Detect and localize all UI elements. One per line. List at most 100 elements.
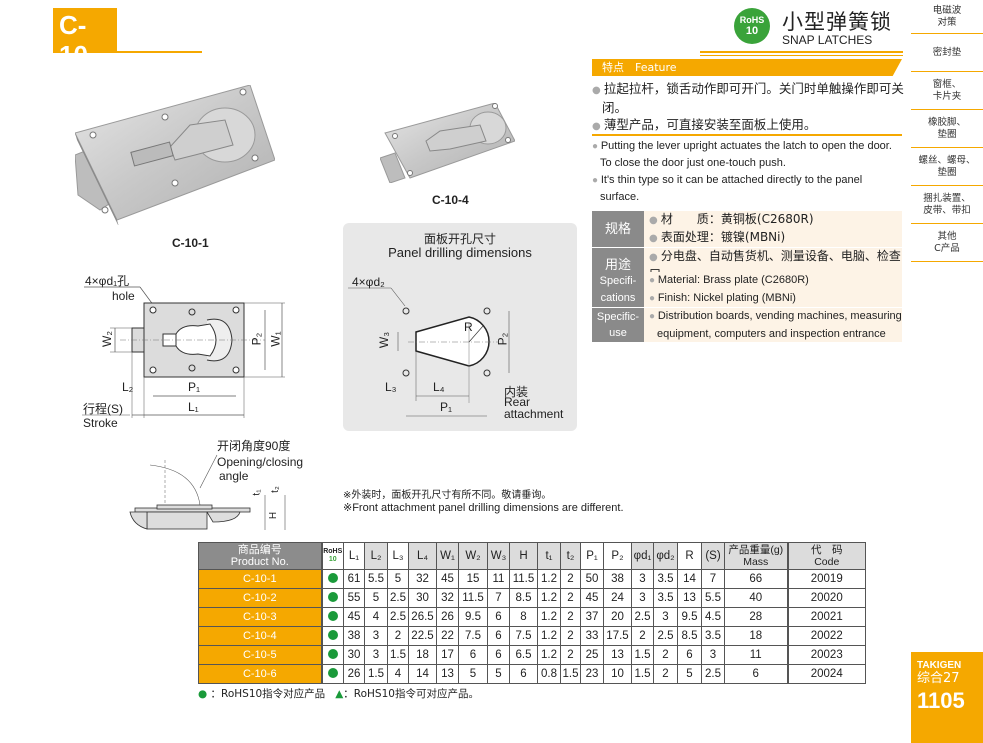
sidebar-item-screws[interactable]: 螺丝、螺母、 垫圈 [911,148,983,186]
drill-dim-p1: P₁ [440,400,453,414]
cell-code: 20023 [786,645,866,665]
drill-dim-w3: W₃ [377,331,392,349]
cell-value: 3 [364,645,388,665]
feature-heading: 特点 Feature [592,59,902,76]
header-col: φd₁ [631,542,654,570]
hole-label-cn: 4×φd₁孔 [85,274,130,288]
feature-item: ● Putting the lever upright actuates the… [592,140,892,169]
sidebar-item-other[interactable]: 其他 C产品 [911,224,983,262]
cell-value: 20 [603,607,632,627]
sidebar-item-rubber-feet[interactable]: 橡胶脚、 垫圈 [911,110,983,148]
cell-value: 15 [458,569,488,589]
cell-value: 3 [701,645,725,665]
cell-product-no: C-10-5 [198,645,323,665]
cell-value: 2.5 [387,588,409,608]
rohs-compliant-icon [327,610,338,621]
cell-value: 11 [487,569,510,589]
cell-value: 6 [487,607,510,627]
sidebar-item-label: 其他 C产品 [934,230,960,254]
cell-value: 50 [580,569,604,589]
cell-value: 24 [603,588,632,608]
drill-dim-l3: L₃ [385,380,397,394]
cell-rohs [321,588,344,608]
cell-value: 5 [364,588,388,608]
cell-value: 4 [364,607,388,627]
cell-product-no: C-10-3 [198,607,323,627]
cell-value: 5 [458,664,488,684]
cell-value: 7.5 [509,626,538,646]
cell-value: 2.5 [387,607,409,627]
angle-label-en-1: Opening/closing [217,455,304,469]
cell-value: 2.5 [701,664,725,684]
cell-value: 17.5 [603,626,632,646]
cell-value: 6 [458,645,488,665]
cell-value: 38 [343,626,365,646]
cell-value: 4.5 [701,607,725,627]
cell-value: 22.5 [408,626,437,646]
use-label-en: Specific-use [592,307,644,343]
angle-label-en-2: angle [219,469,249,483]
header-divider [117,51,202,53]
cell-value: 33 [580,626,604,646]
cell-value: 61 [343,569,365,589]
sidebar-item-emi[interactable]: 电磁波 对策 [911,0,983,34]
title-underline [700,51,903,53]
cell-value: 45 [580,588,604,608]
cell-value: 2 [653,645,678,665]
dim-l2: L₂ [122,380,134,394]
sidebar-item-label: 捆扎装置、 皮带、带扣 [923,192,971,216]
cell-value: 7.5 [458,626,488,646]
dim-p2: P₂ [249,332,264,346]
sidebar-item-straps[interactable]: 捆扎装置、 皮带、带扣 [911,186,983,224]
stroke-label-en: Stroke [83,416,118,430]
cell-rohs [321,645,344,665]
cell-value: 4 [387,664,409,684]
cell-mass: 40 [724,588,788,608]
spec-label-en-2: cations [592,289,644,308]
cell-value: 1.5 [364,664,388,684]
header-col: W₂ [458,542,488,570]
cell-value: 1.5 [560,664,581,684]
spec-finish-en: ● Finish: Nickel plating (MBNi) [644,289,902,308]
cell-value: 7 [487,588,510,608]
cell-rohs [321,664,344,684]
sidebar-item-label: 电磁波 对策 [932,4,962,28]
cell-value: 37 [580,607,604,627]
sidebar-item-label: 窗框、 卡片夹 [932,78,962,102]
drilling-title-cn: 面板开孔尺寸 [423,232,496,246]
cell-value: 2 [560,626,581,646]
page-title-cn: 小型弹簧锁 [782,10,892,34]
cell-value: 2 [653,664,678,684]
series-code-badge: C-10 黄铜制 [53,8,117,80]
dim-p1: P₁ [188,380,201,394]
cell-rohs [321,569,344,589]
cell-value: 2 [560,607,581,627]
feature-list-en: ● Putting the lever upright actuates the… [592,138,904,206]
sidebar-item-window-frame[interactable]: 窗框、 卡片夹 [911,72,983,110]
cell-value: 45 [343,607,365,627]
cell-value: 1.2 [537,645,561,665]
cell-value: 5 [677,664,702,684]
cell-value: 2 [560,645,581,665]
rohs-logo-number: 10 [745,25,759,37]
spec-table-en: Specifi- ● Material: Brass plate (C2680R… [592,272,902,343]
header-col: L₃ [387,542,409,570]
rohs-compliant-icon [327,648,338,659]
cell-value: 32 [436,588,459,608]
cell-value: 26 [343,664,365,684]
cell-value: 14 [677,569,702,589]
rohs-compliant-icon [327,572,338,583]
spec-finish: ● 表面处理：镀镍(MBNi) [644,229,902,248]
attach-label-cn: 内装 [504,385,529,399]
angle-label-cn: 开闭角度90度 [217,439,291,453]
header-col: L₁ [343,542,365,570]
cell-value: 2 [560,569,581,589]
sidebar-item-gasket[interactable]: 密封垫 [911,34,983,72]
sidebar-item-label: 螺丝、螺母、 垫圈 [918,154,976,178]
attach-label-en-1: Rear [504,395,531,409]
product-image-c-10-1 [74,84,276,227]
